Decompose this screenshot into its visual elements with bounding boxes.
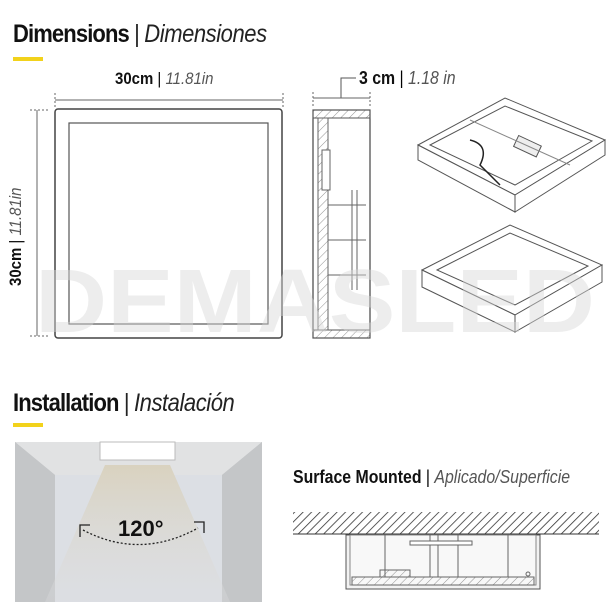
beam-angle-label: 120°: [118, 516, 164, 541]
mount-label: Surface Mounted: [293, 467, 422, 487]
height-in: 11.81in: [6, 187, 25, 236]
depth-cm: 3 cm: [359, 68, 396, 88]
height-cm: 30cm: [6, 247, 25, 286]
mount-type-label: Surface Mounted | Aplicado/Superficie: [293, 467, 571, 487]
width-label: 30cm | 11.81in: [115, 69, 214, 88]
side-view: [312, 77, 371, 339]
front-view: [30, 93, 284, 339]
isometric-front-view: [420, 224, 604, 333]
mount-label-es: Aplicado/Superficie: [434, 467, 571, 487]
accent-underline: [13, 423, 43, 427]
width-in: 11.81in: [165, 69, 214, 88]
width-cm: 30cm: [115, 69, 154, 88]
isometric-back-view: [416, 97, 607, 213]
separator: |: [123, 389, 130, 417]
dimensions-heading: Dimensions|Dimensiones: [13, 20, 267, 49]
accent-underline: [13, 57, 43, 61]
dimensions-title-es: Dimensiones: [144, 20, 267, 48]
depth-in: 1.18 in: [408, 68, 456, 88]
installation-title: Installation: [13, 389, 119, 417]
installation-heading: Installation|Instalación: [13, 389, 235, 418]
room-illustration: [15, 441, 262, 602]
watermark: DEMASLED: [35, 252, 595, 352]
depth-label: 3 cm | 1.18 in: [359, 68, 456, 88]
separator: |: [134, 20, 140, 48]
height-label: 30cm | 11.81in: [6, 187, 25, 286]
surface-mount-section: [293, 512, 599, 590]
dimensions-title: Dimensions: [13, 20, 130, 48]
installation-title-es: Instalación: [133, 389, 235, 417]
